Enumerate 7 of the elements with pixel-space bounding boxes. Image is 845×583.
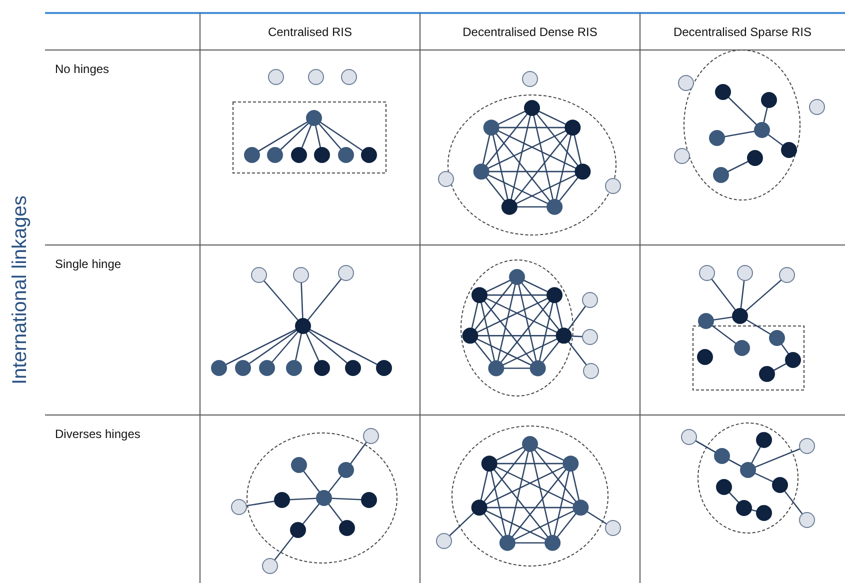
column-header: Centralised RIS bbox=[268, 24, 352, 41]
column-header: Decentralised Dense RIS bbox=[462, 24, 598, 41]
row-header: No hinges bbox=[55, 61, 110, 78]
axis-title: International linkages bbox=[8, 196, 32, 384]
row-header: Diverses hinges bbox=[55, 426, 140, 443]
column-header: Decentralised Sparse RIS bbox=[673, 24, 812, 41]
row-header: Single hinge bbox=[55, 256, 122, 273]
